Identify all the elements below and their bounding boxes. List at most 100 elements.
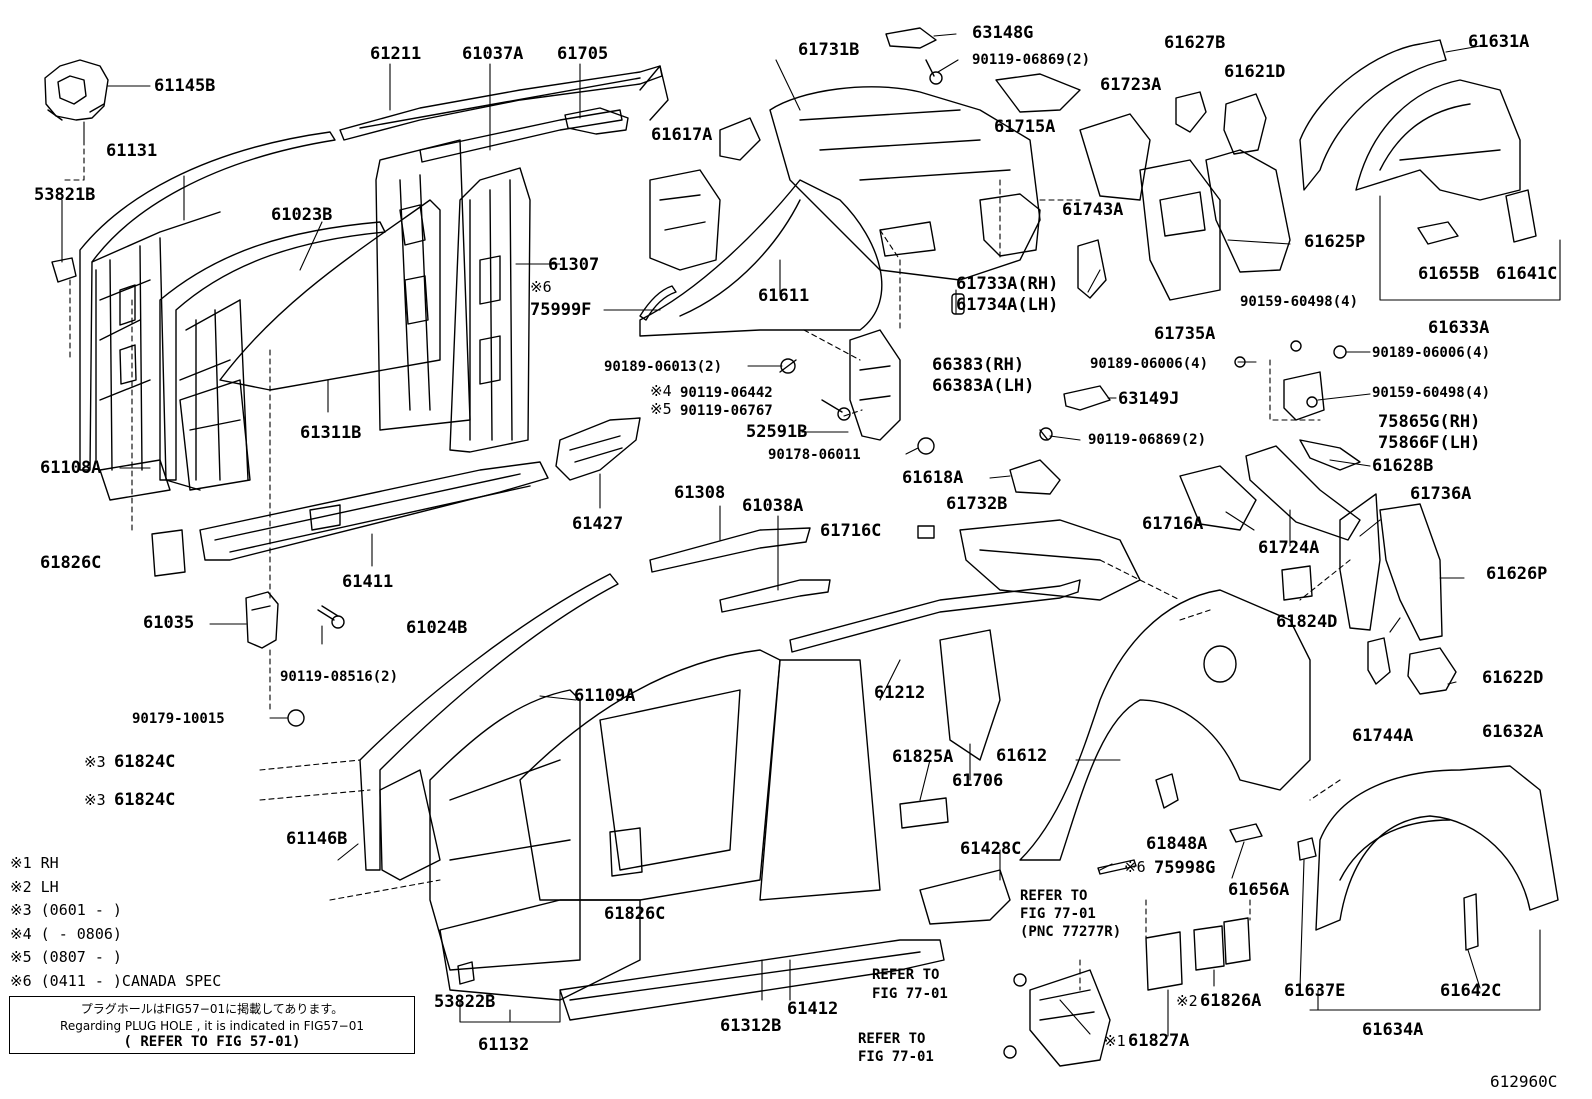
label-61731B: 61731B bbox=[798, 40, 860, 60]
part-61656A-plate bbox=[1229, 823, 1263, 843]
part-61131-pillar-outer bbox=[79, 131, 336, 491]
part-61622D-bracket bbox=[1407, 647, 1457, 695]
label-61716A: 61716A bbox=[1142, 514, 1204, 534]
part-61848A-bracket bbox=[1155, 773, 1179, 809]
part-61312B-side-outer-door bbox=[519, 649, 881, 901]
label-90159-60498-b: 90159-60498(4) bbox=[1372, 385, 1491, 401]
label-61642C: 61642C bbox=[1440, 981, 1502, 1001]
part-61625P-panel bbox=[1205, 149, 1291, 273]
part-61627B-bracket bbox=[1175, 91, 1207, 133]
part-75999F-molding bbox=[639, 285, 677, 321]
label-75999F: 75999F bbox=[530, 300, 592, 320]
part-61427-extension bbox=[555, 417, 641, 481]
legend-item: ※4 ( - 0806) bbox=[10, 924, 122, 943]
label-61705: 61705 bbox=[557, 44, 609, 64]
label-75866F: 75866F(LH) bbox=[1378, 433, 1481, 453]
label-90189-06013: 90189-06013(2) bbox=[604, 359, 723, 375]
part-75865G-bracket bbox=[1283, 371, 1325, 421]
part-61744A-bracket bbox=[1367, 637, 1391, 685]
refer-3-line1: REFER TO bbox=[858, 1031, 926, 1047]
part-61633A-wheelhouse-inner bbox=[1355, 79, 1521, 201]
part-61037A-rail-inner bbox=[419, 109, 623, 163]
part-61631A-wheelhouse-outer bbox=[1299, 39, 1447, 191]
label-53821B: 53821B bbox=[34, 185, 96, 205]
label-61724A: 61724A bbox=[1258, 538, 1320, 558]
label-61145B: 61145B bbox=[154, 76, 216, 96]
label-61622D: 61622D bbox=[1482, 668, 1544, 688]
label-61212: 61212 bbox=[874, 683, 926, 703]
label-61312B: 61312B bbox=[720, 1016, 782, 1036]
part-61211-roof-rail bbox=[339, 65, 663, 141]
part-61641C-bracket bbox=[1505, 189, 1537, 243]
label-75865G: 75865G(RH) bbox=[1378, 412, 1481, 432]
part-61618A-bracket bbox=[1009, 459, 1061, 495]
label-61307: 61307 bbox=[548, 255, 600, 275]
label-61637E: 61637E bbox=[1284, 981, 1346, 1001]
fasteners-bottom bbox=[1003, 973, 1027, 1059]
note-mark-3-a: ※3 bbox=[84, 753, 106, 771]
part-61736A-panel bbox=[1339, 493, 1381, 631]
part-61612-quarter-outer bbox=[1019, 589, 1311, 861]
part-61038A-rail bbox=[719, 579, 831, 613]
note-mark-5: ※5 bbox=[650, 400, 672, 418]
label-61108A: 61108A bbox=[40, 458, 102, 478]
refer-1-line1: REFER TO bbox=[1020, 888, 1088, 904]
refer-1-line3: (PNC 77277R) bbox=[1020, 924, 1122, 940]
label-61732B: 61732B bbox=[946, 494, 1008, 514]
label-66383: 66383(RH) bbox=[932, 355, 1025, 375]
label-90159-60498-a: 90159-60498(4) bbox=[1240, 294, 1359, 310]
refer-3-line2: FIG 77-01 bbox=[858, 1049, 934, 1065]
label-53822B: 53822B bbox=[434, 992, 496, 1012]
dashed-lines bbox=[61, 139, 1351, 991]
label-61412: 61412 bbox=[787, 999, 839, 1019]
label-61824C-a: 61824C bbox=[114, 752, 176, 772]
part-61723A-panel bbox=[1079, 113, 1151, 201]
label-61825A: 61825A bbox=[892, 747, 954, 767]
label-61146B: 61146B bbox=[286, 829, 348, 849]
note-mark-2: ※2 bbox=[1176, 992, 1198, 1010]
part-66383-plug bbox=[951, 293, 965, 315]
label-61428C: 61428C bbox=[960, 839, 1022, 859]
plug-note-jp: プラグホールはFIG57−01に掲載してあります。 bbox=[80, 1002, 344, 1016]
part-61731B-quarter-inner bbox=[769, 86, 1041, 281]
label-90119-06767: 90119-06767 bbox=[680, 403, 773, 419]
part-61825A-pad bbox=[899, 797, 949, 829]
part-61826C-b-pad bbox=[609, 827, 643, 877]
label-90119-06442: 90119-06442 bbox=[680, 385, 773, 401]
refer-1-line2: FIG 77-01 bbox=[1020, 906, 1096, 922]
part-61308-roof-rail bbox=[649, 527, 811, 573]
label-61655B: 61655B bbox=[1418, 264, 1480, 284]
leader-lines bbox=[61, 33, 1561, 1037]
bolt-90119-06869-a bbox=[925, 59, 943, 85]
label-63148G: 63148G bbox=[972, 23, 1034, 43]
plug-hole-note: プラグホールはFIG57−01に掲載してあります。 Regarding PLUG… bbox=[9, 996, 415, 1054]
part-61307-center-pillar bbox=[449, 167, 531, 453]
part-61626P-panel bbox=[1379, 503, 1443, 641]
label-61715A: 61715A bbox=[994, 117, 1056, 137]
legend-item: ※1 RH bbox=[10, 854, 59, 872]
part-61611-quarter-outer bbox=[639, 179, 883, 337]
figure-code: 612960C bbox=[1490, 1072, 1558, 1091]
part-61428C-extension bbox=[919, 869, 1011, 925]
part-61735A-panel bbox=[1139, 159, 1221, 301]
label-61743A: 61743A bbox=[1062, 200, 1124, 220]
label-61131: 61131 bbox=[106, 141, 158, 161]
label-61632A: 61632A bbox=[1482, 722, 1544, 742]
label-61024B: 61024B bbox=[406, 618, 468, 638]
part-61733A-bracket bbox=[979, 193, 1041, 257]
part-61617A-bracket bbox=[649, 117, 761, 271]
label-52591B: 52591B bbox=[746, 422, 808, 442]
part-61411-rocker bbox=[199, 461, 549, 561]
part-61145B-bracket bbox=[44, 59, 109, 121]
label-75998G: 75998G bbox=[1154, 858, 1216, 878]
label-61641C: 61641C bbox=[1496, 264, 1558, 284]
part-52591B-bracket bbox=[849, 329, 901, 441]
note-mark-6-b: ※6 bbox=[1124, 858, 1146, 876]
label-61633A: 61633A bbox=[1428, 318, 1490, 338]
label-61621D: 61621D bbox=[1224, 62, 1286, 82]
legend-item: ※3 (0601 - ) bbox=[10, 901, 122, 919]
label-61656A: 61656A bbox=[1228, 880, 1290, 900]
refer-2-line1: REFER TO bbox=[872, 967, 940, 983]
refer-2-line2: FIG 77-01 bbox=[872, 986, 948, 1002]
